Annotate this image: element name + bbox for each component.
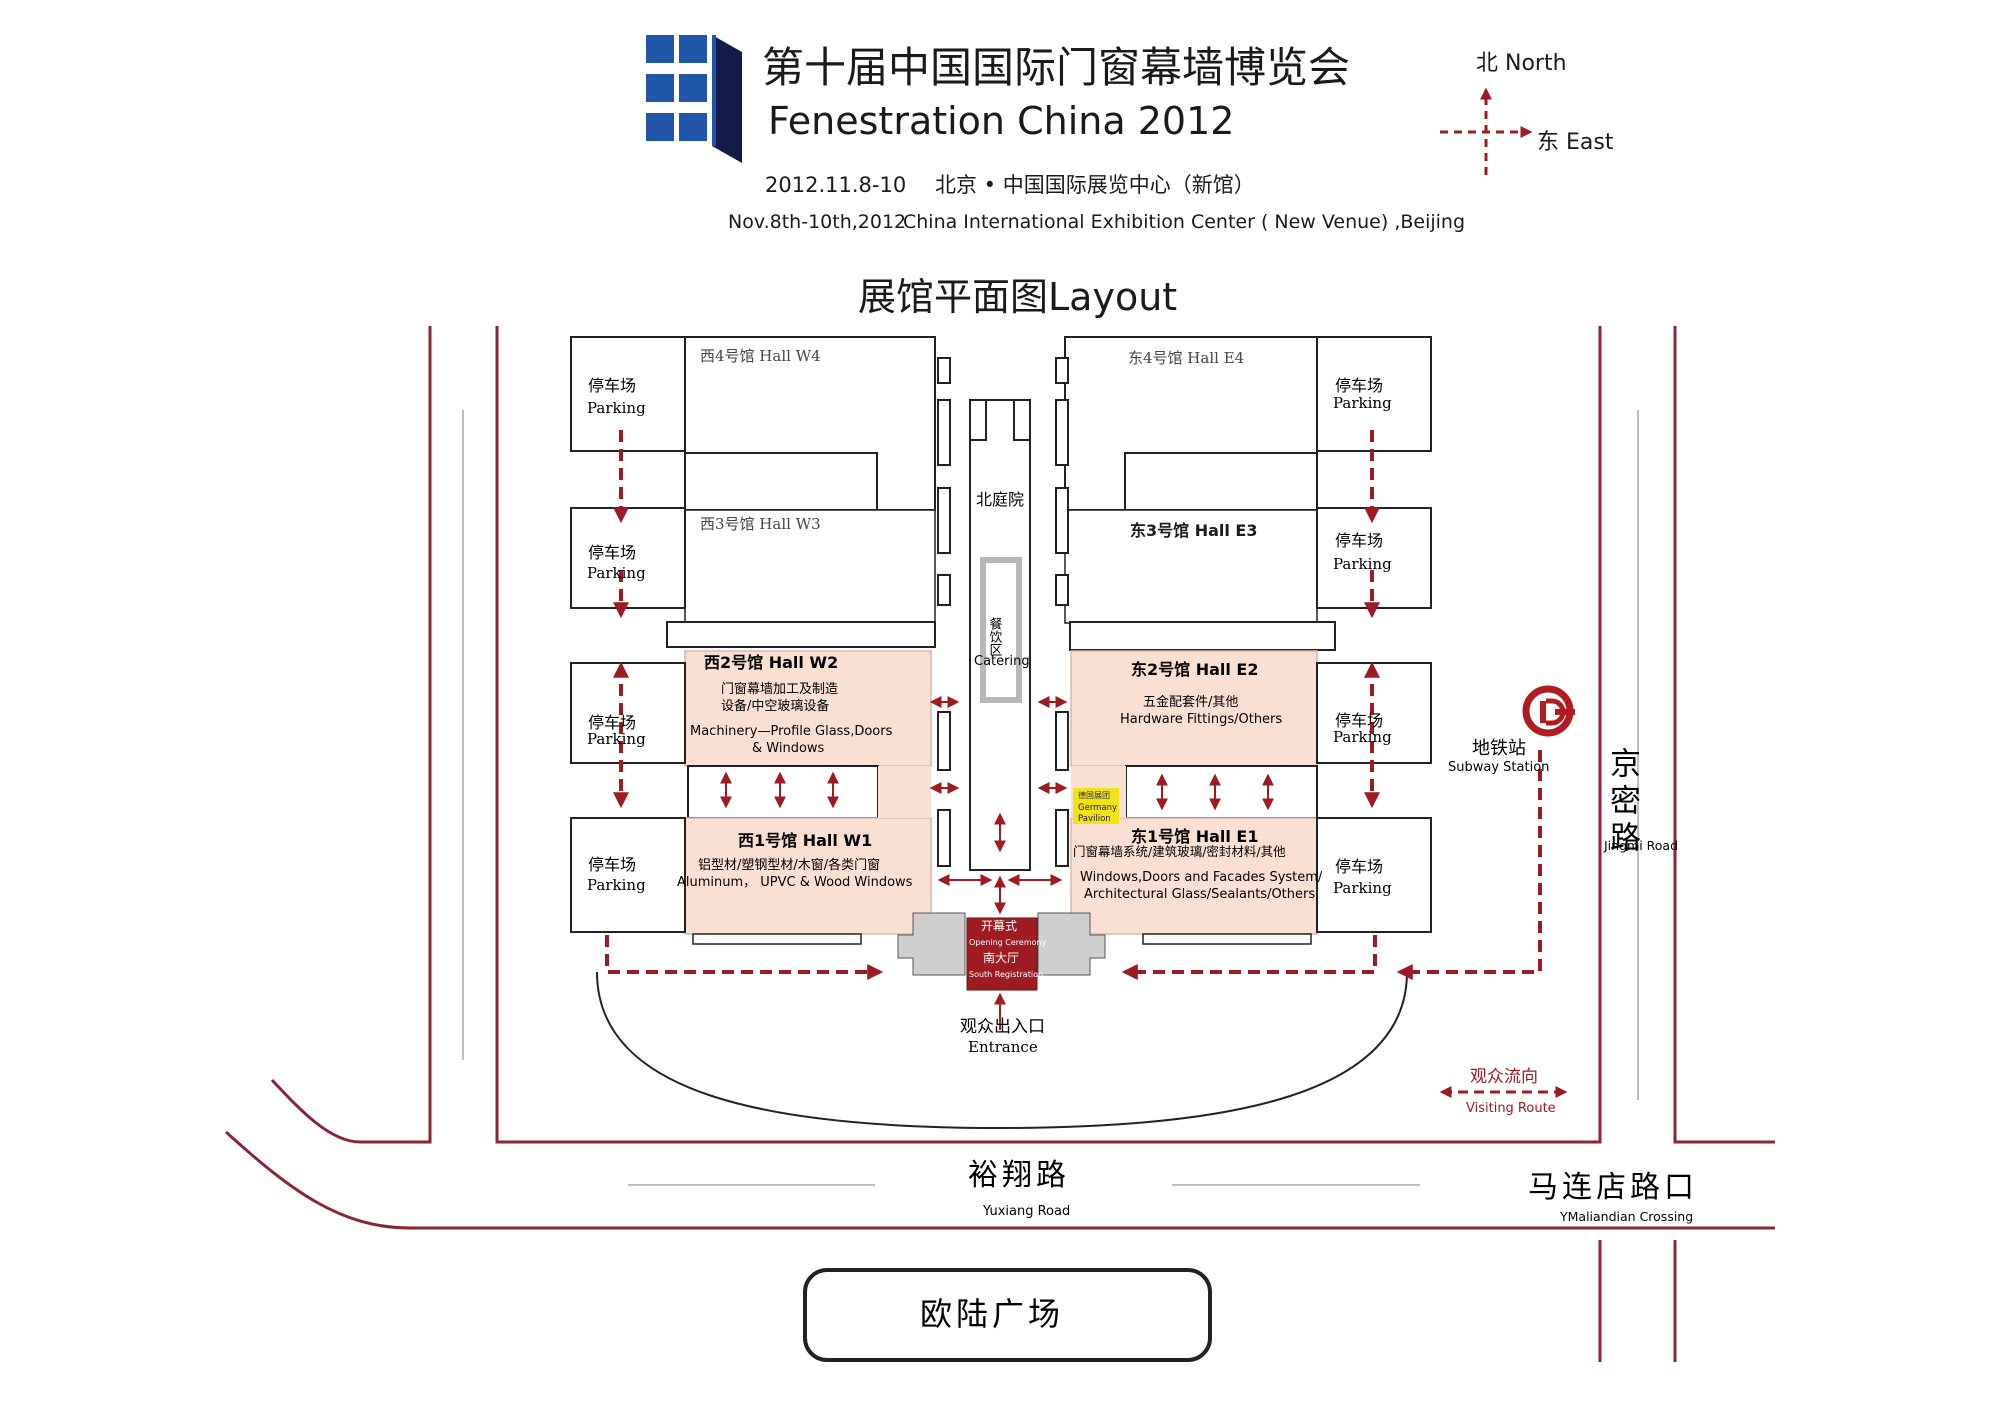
hall-w4-label: 西4号馆 Hall W4 — [700, 347, 821, 365]
roads — [224, 326, 1775, 1362]
e1-loading-strip — [1142, 933, 1312, 945]
jingmi-road-label-cn: 京密路 — [1604, 747, 1640, 858]
catering-area — [980, 557, 1022, 703]
parking-label-en: Parking — [587, 399, 646, 417]
title-en: Fenestration China 2012 — [768, 99, 1234, 143]
germany-pavilion-en-2: Pavilion — [1078, 814, 1111, 824]
compass — [1440, 87, 1533, 175]
parking-label: 停车场 — [588, 543, 636, 562]
venue-en: China International Exhibition Center ( … — [903, 211, 1465, 233]
parking-label: 停车场 — [1335, 531, 1383, 550]
hall-w3 — [684, 509, 936, 624]
entrance-plaza — [596, 971, 1408, 1130]
malian-crossing-label-en: YMaliandian Crossing — [1559, 1209, 1693, 1224]
hall-e1-desc-en-2: Architectural Glass/Sealants/Others — [1084, 887, 1315, 902]
parking-label-en: Parking — [587, 876, 646, 894]
title-cn: 第十届中国国际门窗幕墙博览会 — [762, 43, 1350, 92]
opening-ceremony-en: Opening Ceremony — [969, 938, 1047, 947]
hall-e2-desc-en: Hardware Fittings/Others — [1120, 712, 1282, 727]
malian-crossing-label-cn: 马连店路口 — [1528, 1170, 1698, 1205]
parking-label: 停车场 — [588, 376, 636, 395]
hall-w2-desc-cn-1: 门窗幕墙加工及制造 — [721, 681, 838, 697]
parking-label-en: Parking — [587, 564, 646, 582]
oulu-square — [803, 1268, 1212, 1362]
east-corridor — [1069, 621, 1336, 651]
dates-en: Nov.8th-10th,2012 — [728, 211, 906, 233]
parking-label-en: Parking — [587, 730, 646, 748]
hall-w2-desc-cn-2: 设备/中空玻璃设备 — [721, 698, 829, 714]
hall-w1-label: 西1号馆 Hall W1 — [738, 831, 872, 850]
hall-e1-desc-en-1: Windows,Doors and Facades System/ — [1080, 870, 1323, 885]
hall-e4-label: 东4号馆 Hall E4 — [1128, 349, 1244, 367]
hall-e2-desc-cn: 五金配套件/其他 — [1143, 694, 1238, 710]
subway-icon — [1522, 685, 1575, 737]
west-corridor — [666, 621, 936, 648]
layout-title: 展馆平面图Layout — [858, 275, 1177, 319]
hall-e1-desc-cn: 门窗幕墙系统/建筑玻璃/密封材料/其他 — [1073, 844, 1286, 859]
dates-cn: 2012.11.8-10 — [765, 173, 906, 197]
parking-label: 停车场 — [1335, 857, 1383, 876]
hall-w2-desc-en-1: Machinery—Profile Glass,Doors — [690, 724, 893, 739]
parking-label: 停车场 — [588, 855, 636, 874]
south-registration-hall — [966, 917, 1038, 991]
parking-label-en: Parking — [1333, 728, 1392, 746]
hall-e3-label: 东3号馆 Hall E3 — [1130, 521, 1258, 540]
hall-w1 — [684, 766, 932, 935]
parking-label: 停车场 — [1335, 376, 1383, 395]
hall-w3-label: 西3号馆 Hall W3 — [700, 515, 821, 533]
entrance-label-en: Entrance — [968, 1038, 1038, 1056]
south-hall-wings — [897, 912, 1106, 976]
germany-pavilion — [1073, 788, 1119, 824]
parking-label-en: Parking — [1333, 555, 1392, 573]
oulu-square-label: 欧陆广场 — [920, 1295, 1064, 1333]
germany-pavilion-en-1: Germany — [1078, 803, 1117, 813]
south-registration-en: South Registration — [969, 970, 1043, 979]
hall-w4 — [684, 336, 936, 511]
hall-w2-desc-en-2: & Windows — [752, 741, 825, 756]
parking-label-en: Parking — [1333, 879, 1392, 897]
subway-label-en: Subway Station — [1448, 760, 1549, 775]
subway-label-cn: 地铁站 — [1472, 738, 1526, 759]
jingmi-road-label-en: Jingmi Road — [1603, 838, 1678, 853]
west-link-corridor — [687, 765, 879, 819]
hall-e2-label: 东2号馆 Hall E2 — [1131, 660, 1259, 679]
w1-loading-strip — [692, 933, 862, 945]
logo — [646, 35, 742, 163]
parking-label: 停车场 — [588, 713, 636, 732]
compass-north-label: 北 North — [1476, 51, 1567, 76]
south-registration-cn: 南大厅 — [983, 950, 1019, 965]
germany-pavilion-cn: 德国展团 — [1078, 790, 1110, 800]
east-link-corridor — [1125, 765, 1318, 819]
catering-label-cn: 餐饮区 — [987, 616, 1003, 656]
catering-label-en: Catering — [974, 654, 1030, 669]
hall-w1-desc-en: Aluminum， UPVC & Wood Windows — [677, 875, 913, 890]
hall-e4 — [1064, 336, 1318, 511]
opening-ceremony-cn: 开幕式 — [981, 919, 1017, 933]
road-centerlines — [462, 410, 1639, 1186]
entrance-label-cn: 观众出入口 — [960, 1017, 1045, 1037]
venue-cn: 北京 • 中国国际展览中心（新馆） — [935, 173, 1255, 197]
yuxiang-road-label-cn: 裕翔路 — [968, 1158, 1070, 1193]
hall-w2-label: 西2号馆 Hall W2 — [704, 653, 838, 672]
hall-e2 — [1070, 650, 1318, 767]
hall-e1-label: 东1号馆 Hall E1 — [1131, 827, 1259, 846]
internal-flow-arrows — [720, 696, 1274, 1030]
north-courtyard-label: 北庭院 — [976, 490, 1024, 509]
visiting-routes — [605, 430, 1542, 980]
yuxiang-road-label-en: Yuxiang Road — [982, 1204, 1070, 1219]
parking-label-en: Parking — [1333, 394, 1392, 412]
legend-route-cn: 观众流向 — [1470, 1067, 1538, 1087]
parking-label: 停车场 — [1335, 711, 1383, 730]
courtyard-pillars — [937, 357, 1069, 867]
compass-east-label: 东 East — [1537, 130, 1614, 155]
hall-w1-desc-cn: 铝型材/塑钢型材/木窗/各类门窗 — [698, 857, 880, 873]
legend-route-en: Visiting Route — [1466, 1101, 1556, 1116]
